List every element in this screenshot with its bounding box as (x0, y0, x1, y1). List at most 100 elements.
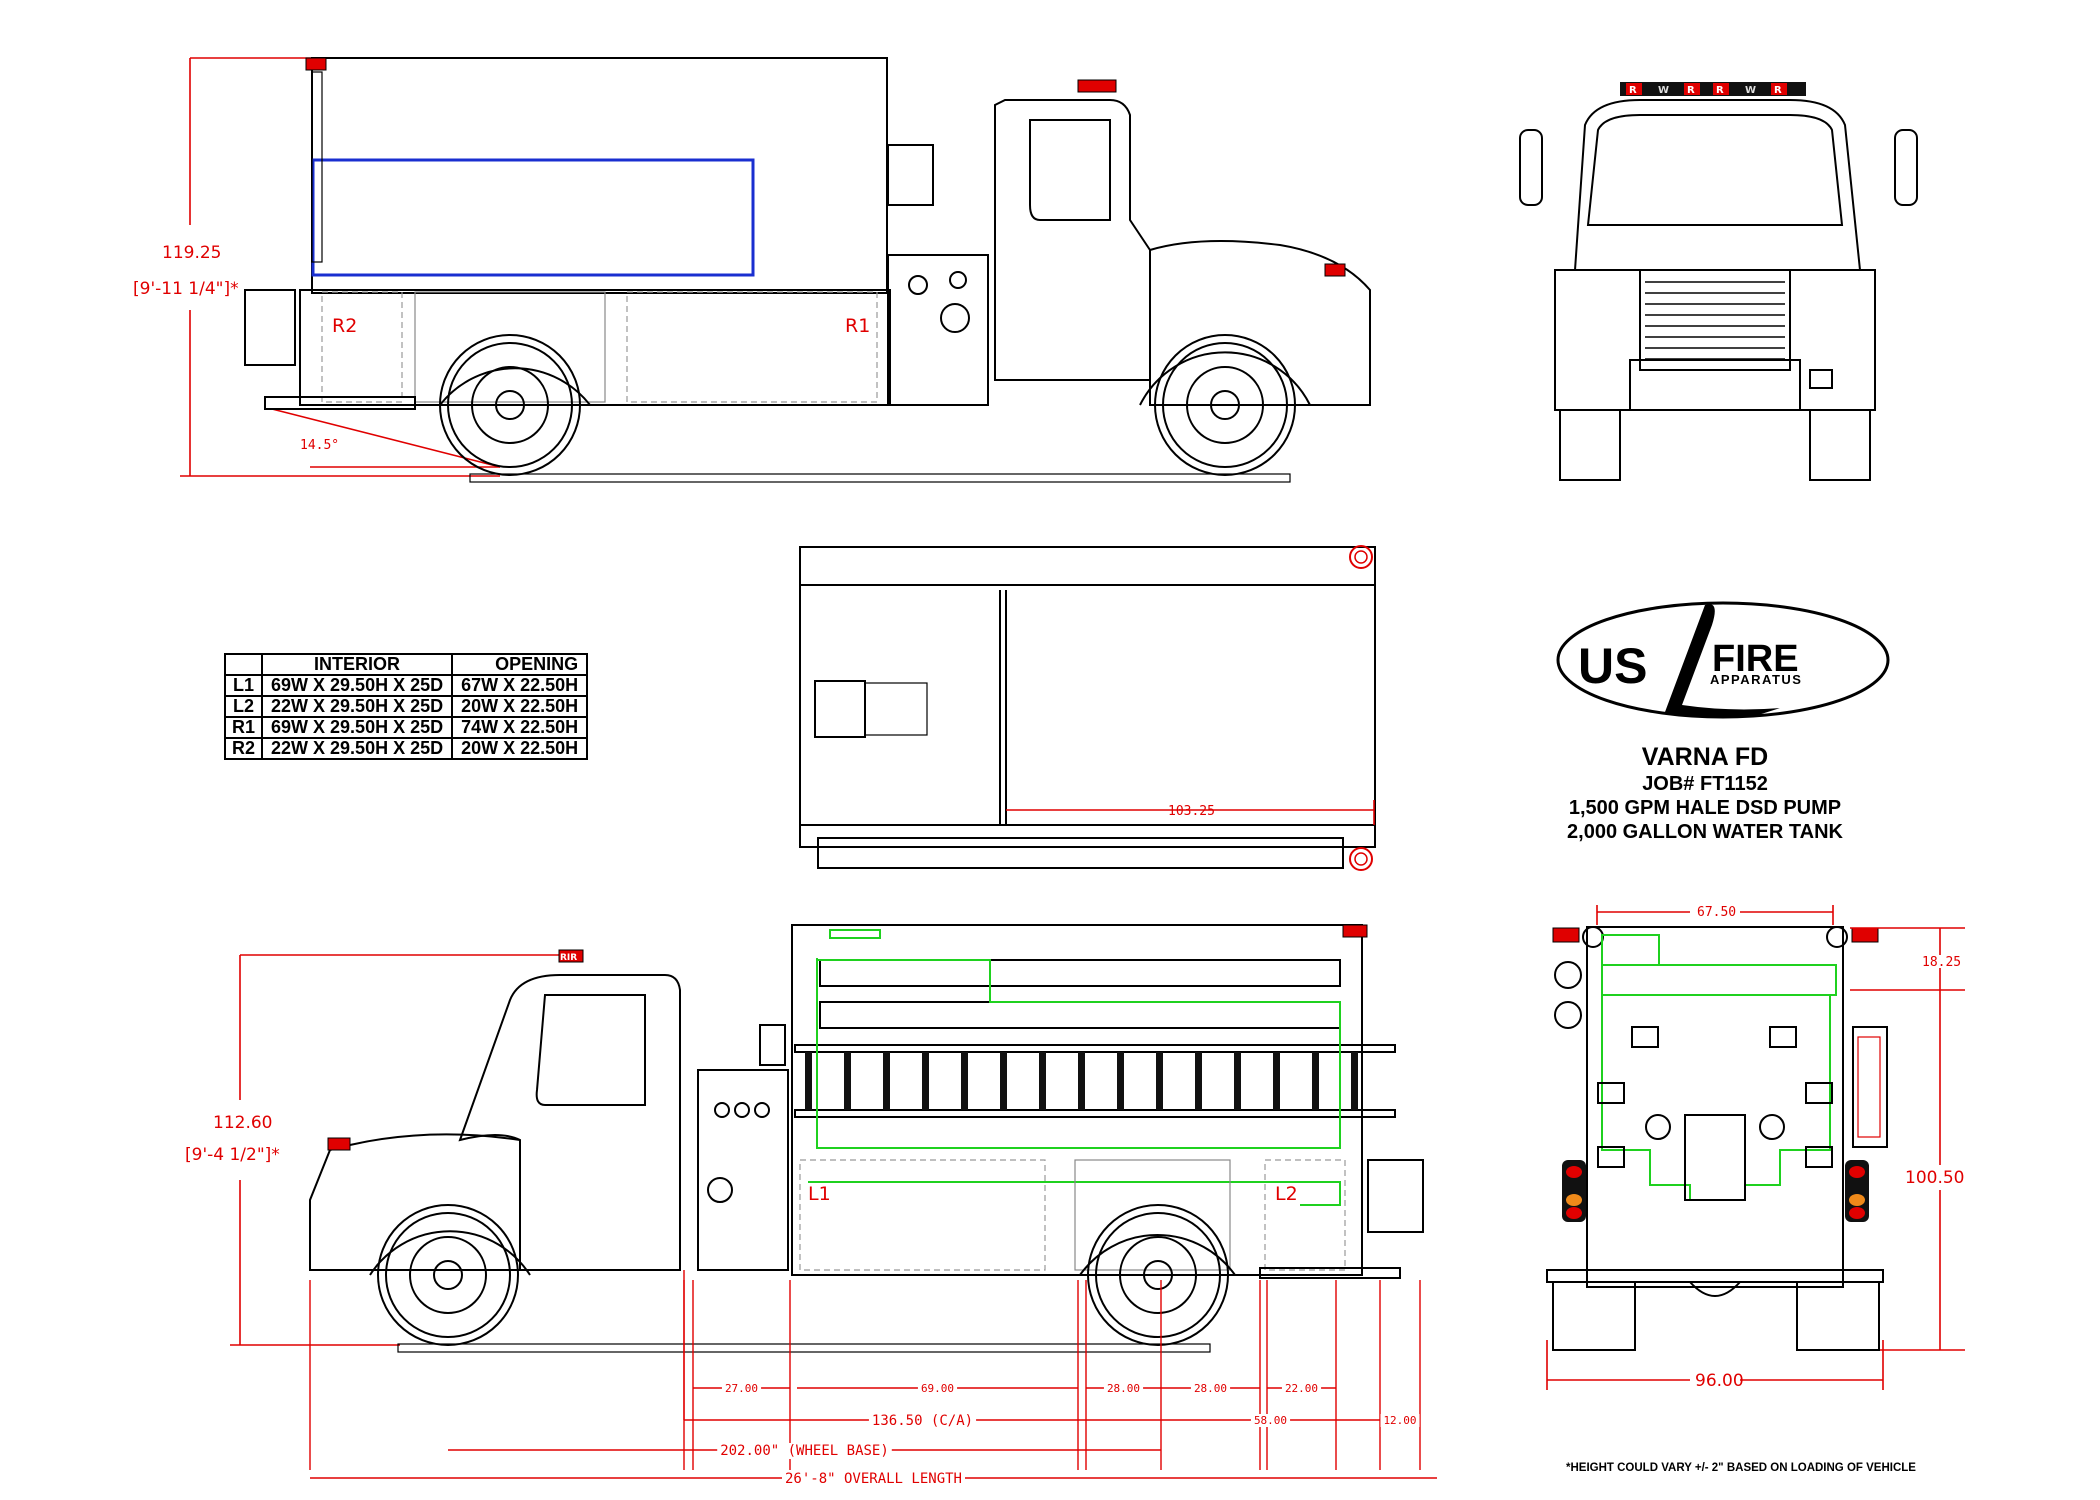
rear-body (1586, 926, 1844, 1288)
rear-overall-width: 96.00 (1695, 1371, 1744, 1391)
job-number: JOB# FT1152 (1642, 773, 1768, 795)
lightbar-segment-label: R (1629, 85, 1637, 96)
dim-row1-2: 28.00 (1107, 1382, 1140, 1395)
tank-outline-blue (311, 158, 755, 277)
ladder-rung (1078, 1052, 1085, 1110)
top-length-dim: 103.25 (1168, 804, 1215, 819)
top-hatch (814, 680, 866, 738)
rear-wheel-left (1087, 1204, 1229, 1346)
ladder-rung (1117, 1052, 1124, 1110)
ladder-rung (1195, 1052, 1202, 1110)
logo-us: US (1578, 638, 1647, 694)
compartment-l1 (799, 1159, 1046, 1271)
rear-dual-tire-right (1796, 1281, 1880, 1351)
rear-step (244, 289, 296, 366)
departure-angle: 14.5° (300, 438, 339, 453)
lightbar-segment (1626, 83, 1642, 95)
ladder-rung (1000, 1052, 1007, 1110)
right-height-dim: 119.25 (162, 243, 221, 263)
us-fire-apparatus-logo: US FIRE APPARATUS (1556, 601, 1890, 719)
label-r1: R1 (845, 315, 870, 337)
top-view: 103.25 (799, 545, 1376, 871)
cab-lightbar-right (1077, 79, 1117, 93)
front-fender (1139, 351, 1311, 406)
top-light-rear (1349, 847, 1373, 871)
rear-fender (439, 367, 591, 406)
left-side-view: 112.60 [9'-4 1/2"]* RIR (185, 924, 1437, 1487)
title-block: VARNA FD JOB# FT1152 1,500 GPM HALE DSD … (1540, 742, 1870, 844)
lightbar-segment-label: R (1687, 85, 1695, 96)
top-body (799, 546, 1376, 848)
label-l2: L2 (1275, 1183, 1298, 1205)
rear-upper-height: 18.25 (1922, 955, 1961, 970)
logo-swoosh-icon (1665, 604, 1780, 718)
front-tire-left (1559, 409, 1621, 481)
label-l1: L1 (808, 1183, 831, 1205)
pump-spec: 1,500 GPM HALE DSD PUMP (1568, 797, 1842, 819)
pump-panel-left (697, 1069, 789, 1271)
dim-cab-to-axle: 136.50 (C/A) (872, 1413, 973, 1429)
ladder-bottom-rail (794, 1109, 1396, 1118)
left-height-ft: [9'-4 1/2"]* (185, 1145, 280, 1165)
lightbar-segment-label: R (1716, 85, 1724, 96)
front-wheel-right (1154, 334, 1296, 476)
hard-suction-hose-2 (819, 1001, 1341, 1029)
table-row: R2 22W X 29.50H X 25D 20W X 22.50H (223, 737, 589, 760)
dim-row1-0: 27.00 (725, 1382, 758, 1395)
cab-right (994, 99, 1151, 381)
table-header-opening: OPENING (451, 653, 589, 676)
logo-fire: FIRE (1712, 638, 1799, 680)
hard-suction-hose-1 (819, 959, 1341, 987)
front-wheel-left (377, 1204, 519, 1346)
compartment-r2 (321, 291, 403, 403)
right-height-ft: [9'-11 1/4"]* (133, 279, 239, 299)
ground-pad (469, 473, 1291, 483)
dim-tail: 12.00 (1383, 1414, 1416, 1427)
label-r2: R2 (332, 315, 357, 337)
logo-apparatus: APPARATUS (1710, 672, 1802, 687)
rear-tank-outline-green (1601, 995, 1831, 1201)
rear-beacon-left (1342, 924, 1368, 938)
lightbar-segment-label: R (1774, 85, 1782, 96)
front-cab (1573, 99, 1862, 271)
svg-text:RIR: RIR (560, 953, 577, 963)
rear-pump-well (1684, 1114, 1746, 1201)
lightbar-segment (1713, 83, 1729, 95)
ladder-rung (1312, 1052, 1319, 1110)
ladder-top-rail (794, 1044, 1396, 1053)
ground-pad-left (397, 1343, 1211, 1353)
dim-rear-overhang: 58.00 (1254, 1414, 1287, 1427)
height-footnote: *HEIGHT COULD VARY +/- 2" BASED ON LOADI… (1566, 1462, 1916, 1474)
body-left (791, 924, 1363, 1276)
tank-body (311, 57, 888, 294)
front-tire-right (1809, 409, 1871, 481)
ladder-rung (922, 1052, 929, 1110)
lightbar-segment-label: W (1745, 85, 1756, 96)
windshield (1586, 114, 1844, 226)
ladder-rung (1351, 1052, 1358, 1110)
right-side-view: 119.25 [9'-11 1/4"]* 14.5° R2 R1 (133, 57, 1371, 483)
ladder-rung (883, 1052, 890, 1110)
pump-panel-right (887, 254, 989, 406)
table-row: L1 69W X 29.50H X 25D 67W X 22.50H (223, 674, 589, 697)
rear-body-height: 100.50 (1905, 1168, 1964, 1188)
rear-step-left (1367, 1159, 1424, 1233)
departure-angle-line (271, 408, 501, 468)
hood-right (1149, 240, 1371, 406)
rear-bumper (1546, 1269, 1884, 1283)
rear-beacon-left-rear (1552, 927, 1580, 943)
tank-outline-green (816, 958, 1341, 1149)
table-header-interior: INTERIOR (261, 653, 454, 676)
rear-wheel-right (439, 334, 581, 476)
rear-beacon-light (305, 57, 327, 71)
ladder-rung (1273, 1052, 1280, 1110)
left-height-dim: 112.60 (213, 1113, 272, 1133)
table-row: L2 22W X 29.50H X 25D 20W X 22.50H (223, 695, 589, 718)
dim-row1-3: 28.00 (1194, 1382, 1227, 1395)
dim-overall-length: 26'-8" OVERALL LENGTH (785, 1471, 962, 1487)
rear-top-width: 67.50 (1697, 905, 1736, 920)
lower-body (299, 289, 891, 406)
lightbar-segment (1771, 83, 1787, 95)
